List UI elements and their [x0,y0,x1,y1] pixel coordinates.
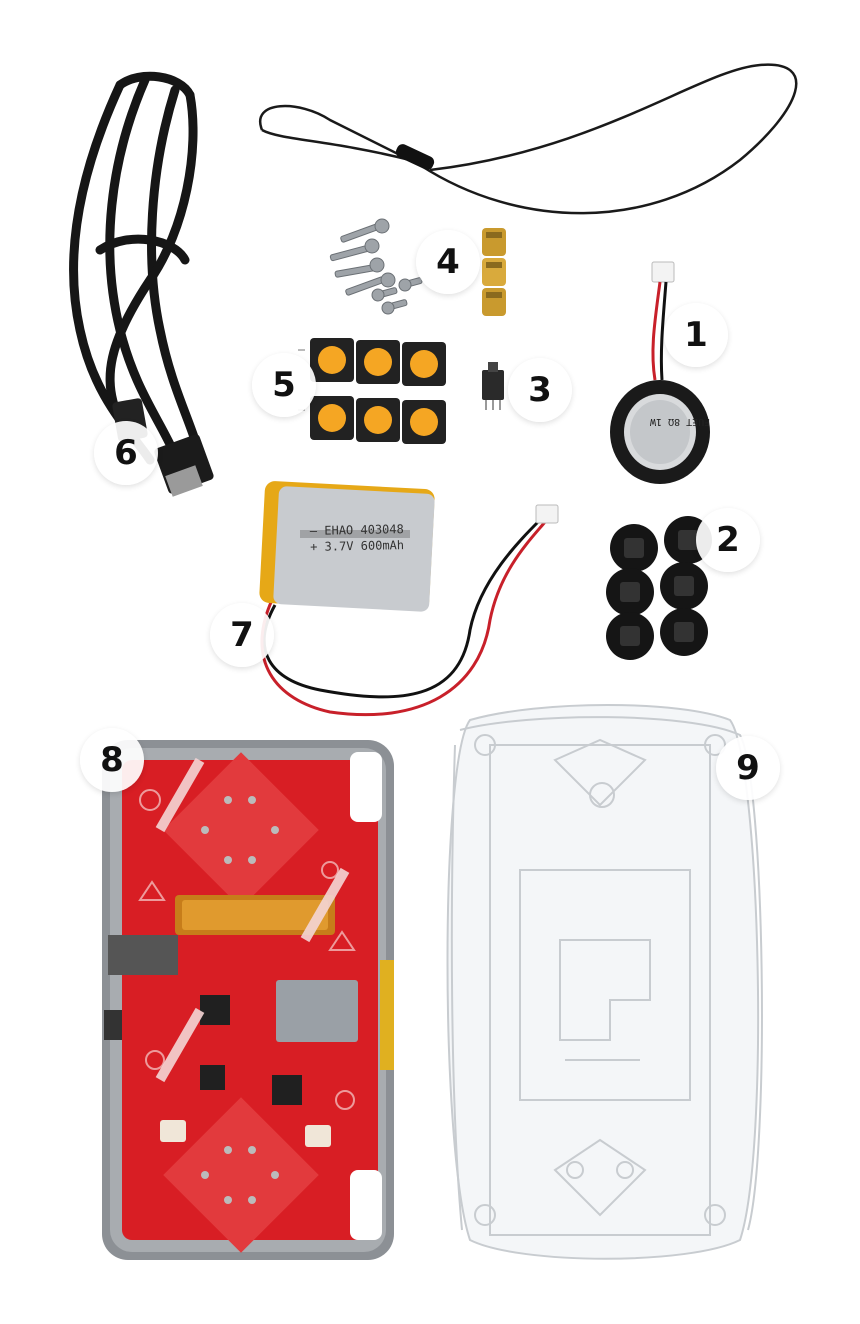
badge-8-number: 8 [100,740,124,780]
brass-standoffs [482,228,506,316]
badge-3-number: 3 [528,370,552,410]
slide-switch [482,362,504,410]
badge-6: 6 [94,421,158,485]
pcb-board [102,740,394,1260]
badge-9: 9 [716,736,780,800]
battery-label-line1: – EHAO 403048 [309,522,404,538]
speaker-label: FUET 8Ω 1W [650,416,711,427]
badge-4-number: 4 [436,242,460,282]
badge-1-number: 1 [684,315,708,355]
badge-7: 7 [210,603,274,667]
badge-3: 3 [508,358,572,422]
badge-1: 1 [664,303,728,367]
badge-8: 8 [80,728,144,792]
badge-4: 4 [416,230,480,294]
tactile-buttons [298,338,446,444]
badge-7-number: 7 [230,615,254,655]
badge-2-number: 2 [716,520,740,560]
badge-9-number: 9 [736,748,760,788]
lanyard-strap [258,63,798,215]
battery [259,481,559,717]
battery-label-line2: + 3.7V 600mAh [310,538,405,554]
badge-5-number: 5 [272,365,296,405]
screws [329,218,423,315]
badge-2: 2 [696,508,760,572]
speaker [610,261,710,484]
badge-5: 5 [252,353,316,417]
battery-label: – EHAO 403048 + 3.7V 600mAh [310,521,404,555]
badge-6-number: 6 [114,433,138,473]
acrylic-case [446,704,763,1260]
